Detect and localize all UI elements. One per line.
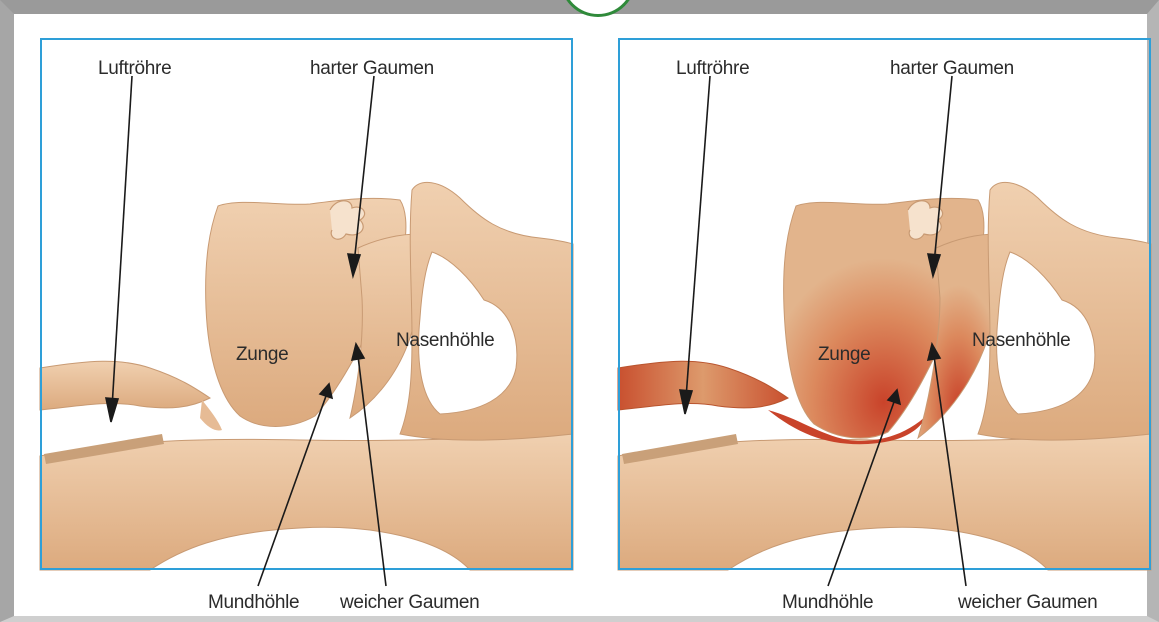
- lower-tissue: [40, 434, 573, 570]
- airway-wall: [40, 361, 210, 410]
- label-oral-cavity: Mundhöhle: [782, 592, 873, 614]
- lower-tissue: [618, 434, 1151, 570]
- label-nasal-cavity: Nasenhöhle: [396, 330, 494, 352]
- label-tongue: Zunge: [818, 344, 870, 366]
- label-soft-palate: weicher Gaumen: [340, 592, 479, 614]
- diagram-panel-normal: Luftröhre harter Gaumen Zunge Nasenhöhle…: [40, 38, 573, 570]
- label-hard-palate: harter Gaumen: [310, 58, 434, 80]
- diagram-panel-inflamed: Luftröhre harter Gaumen Zunge Nasenhöhle…: [618, 38, 1151, 570]
- anatomy-drawing-inflamed: [618, 38, 1151, 570]
- label-trachea: Luftröhre: [676, 58, 749, 80]
- label-nasal-cavity: Nasenhöhle: [972, 330, 1070, 352]
- anatomy-drawing-normal: [40, 38, 573, 570]
- label-soft-palate: weicher Gaumen: [958, 592, 1097, 614]
- label-oral-cavity: Mundhöhle: [208, 592, 299, 614]
- epiglottis: [200, 400, 222, 431]
- label-tongue: Zunge: [236, 344, 288, 366]
- label-trachea: Luftröhre: [98, 58, 171, 80]
- label-hard-palate: harter Gaumen: [890, 58, 1014, 80]
- airway-wall-inflamed: [618, 361, 788, 410]
